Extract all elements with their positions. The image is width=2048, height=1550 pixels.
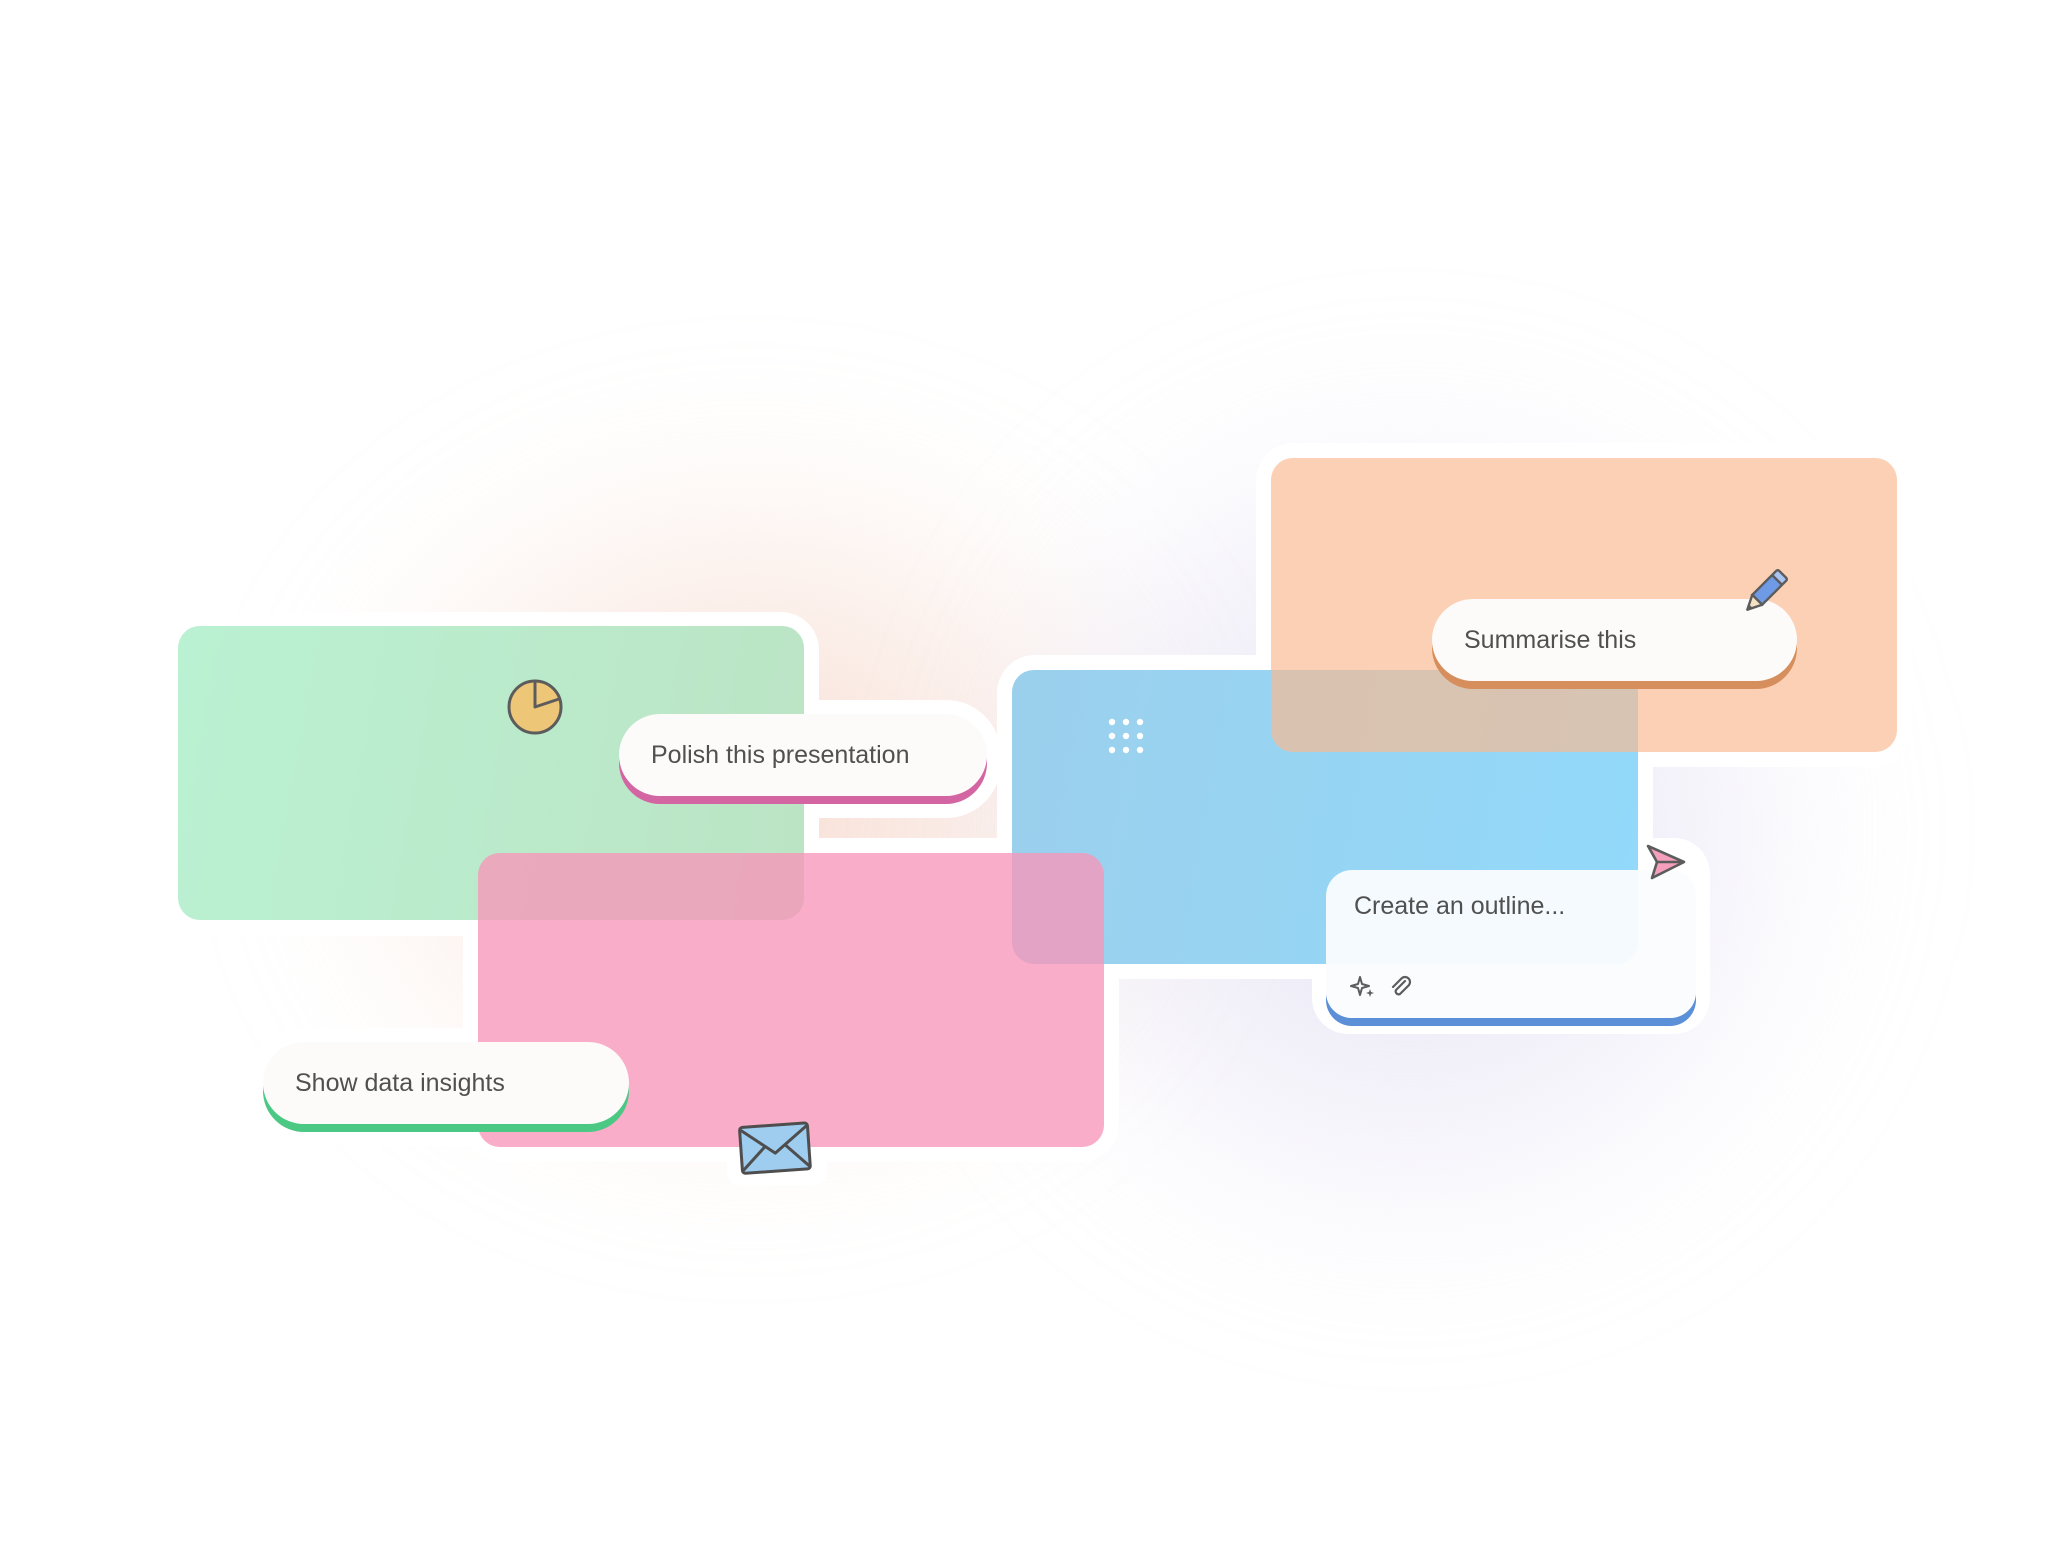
show-data-insights-label: Show data insights xyxy=(295,1068,505,1097)
pencil-icon xyxy=(1746,569,1788,611)
summarise-label: Summarise this xyxy=(1464,625,1637,654)
paperclip-icon[interactable] xyxy=(1388,974,1414,1000)
envelope-icon xyxy=(738,1121,812,1175)
sparkle-icon[interactable] xyxy=(1350,974,1376,1000)
send-icon[interactable] xyxy=(1642,840,1688,886)
create-outline-placeholder: Create an outline... xyxy=(1354,892,1566,920)
polish-presentation-button[interactable]: Polish this presentation xyxy=(619,714,987,796)
show-data-insights-button[interactable]: Show data insights xyxy=(263,1042,629,1124)
create-outline-input[interactable]: Create an outline... xyxy=(1326,870,1696,1018)
summarise-button[interactable]: Summarise this xyxy=(1432,599,1797,681)
dot-grid-icon xyxy=(1108,718,1144,754)
polish-presentation-label: Polish this presentation xyxy=(651,740,910,769)
pie-chart-icon xyxy=(507,679,563,735)
